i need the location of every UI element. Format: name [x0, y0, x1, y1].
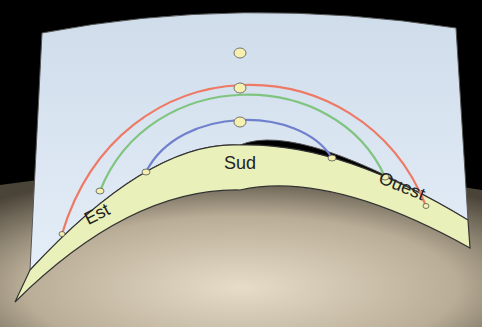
winter-path	[146, 120, 332, 172]
equinox-path	[100, 95, 385, 191]
horizon-strip	[15, 145, 470, 302]
sun-dots	[59, 48, 429, 237]
south-label: Sud	[224, 154, 256, 172]
summer-path	[62, 85, 426, 234]
